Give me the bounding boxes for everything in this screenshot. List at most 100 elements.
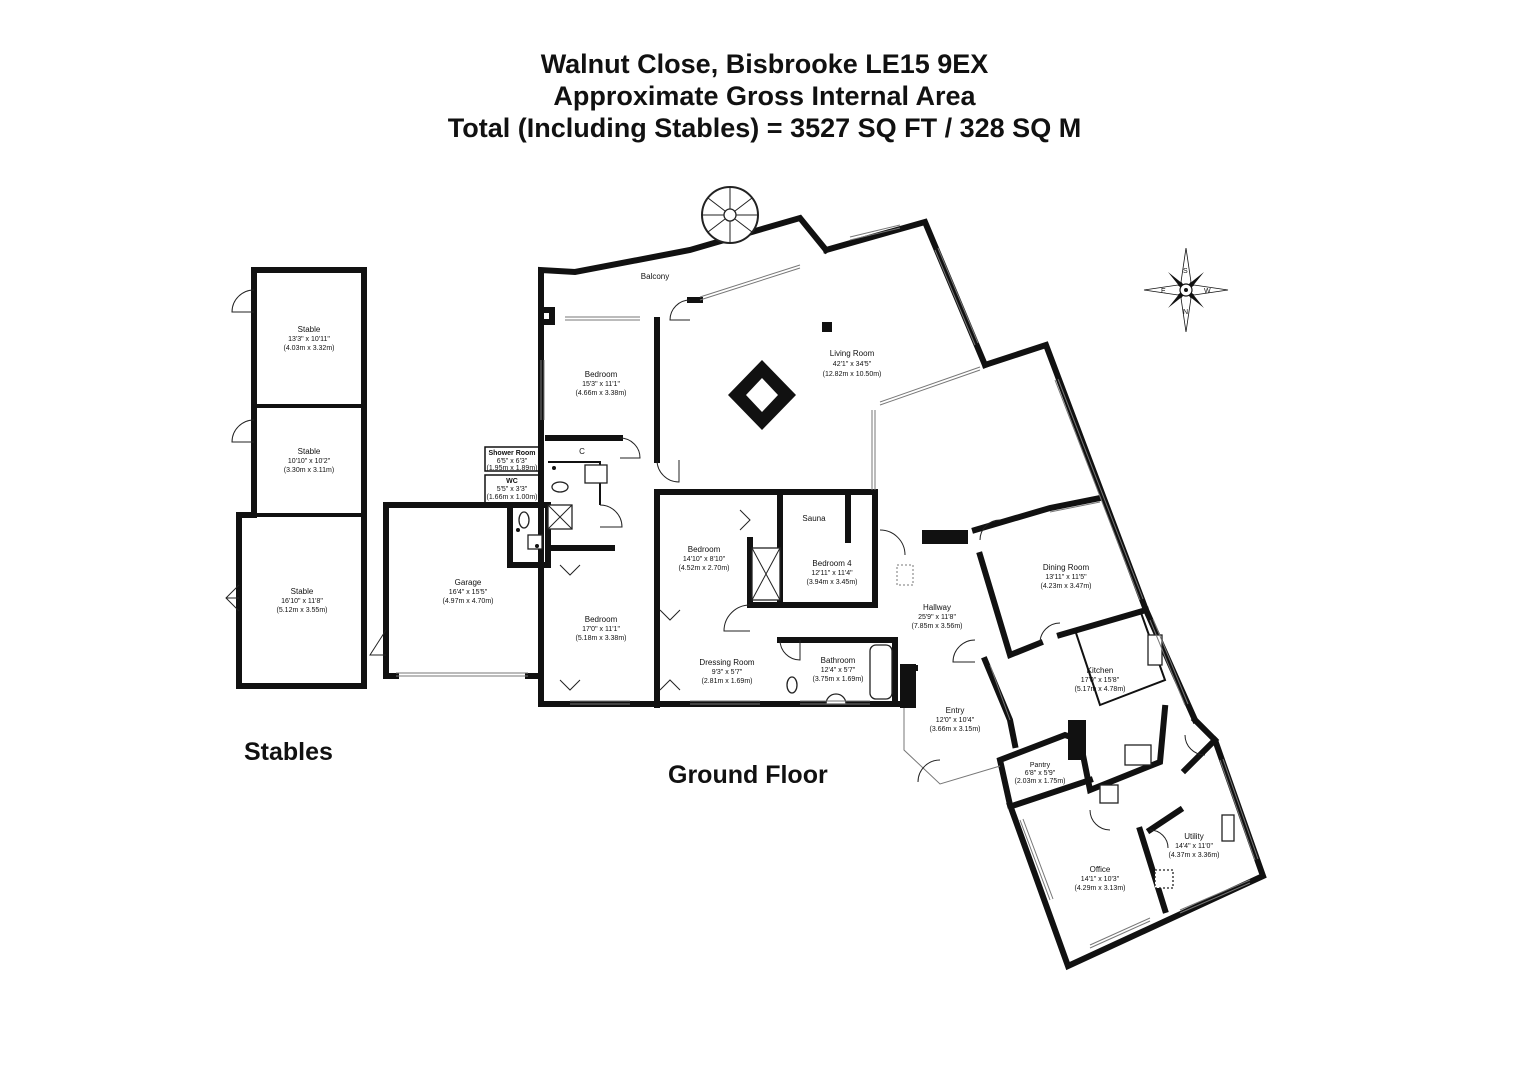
svg-text:(1.95m x 1.89m): (1.95m x 1.89m) bbox=[487, 465, 538, 472]
svg-text:Hallway: Hallway bbox=[923, 603, 951, 612]
svg-text:(4.29m x 3.13m): (4.29m x 3.13m) bbox=[1075, 885, 1126, 892]
plan-title-address: Walnut Close, Bisbrooke LE15 9EX bbox=[540, 49, 989, 79]
compass-w: W bbox=[1204, 288, 1211, 295]
bedroom-mid-label: Bedroom 14'10" x 8'10" (4.52m x 2.70m) bbox=[679, 545, 730, 572]
svg-text:(5.12m x 3.55m): (5.12m x 3.55m) bbox=[277, 607, 328, 614]
svg-text:C: C bbox=[579, 447, 585, 456]
kitchen-label: Kitchen 17'0" x 15'8" (5.17m x 4.78m) bbox=[1075, 666, 1126, 693]
living-room-label: Living Room 42'1" x 34'5" (12.82m x 10.5… bbox=[823, 349, 882, 378]
svg-text:16'10" x 11'8": 16'10" x 11'8" bbox=[281, 598, 323, 605]
bedroom-top-label: Bedroom 15'3" x 11'1" (4.66m x 3.38m) bbox=[576, 370, 627, 397]
svg-text:Living Room: Living Room bbox=[830, 349, 875, 358]
stables-block bbox=[225, 267, 367, 689]
ground-floor-caption: Ground Floor bbox=[668, 761, 828, 789]
svg-text:(12.82m x 10.50m): (12.82m x 10.50m) bbox=[823, 371, 882, 378]
svg-text:Pantry: Pantry bbox=[1030, 762, 1051, 769]
shower-room-label: Shower Room 6'5" x 6'3" (1.95m x 1.89m) bbox=[487, 450, 538, 472]
svg-text:Utility: Utility bbox=[1184, 832, 1204, 841]
garage-area bbox=[369, 502, 544, 679]
bedroom-4-label: Bedroom 4 12'11" x 11'4" (3.94m x 3.45m) bbox=[807, 559, 858, 586]
chimney bbox=[900, 664, 916, 708]
column bbox=[822, 322, 832, 332]
svg-text:6'5" x 6'3": 6'5" x 6'3" bbox=[497, 458, 528, 465]
basin bbox=[584, 464, 608, 484]
svg-text:12'4" x 5'7": 12'4" x 5'7" bbox=[821, 667, 856, 674]
kitchen-fixtures bbox=[1073, 608, 1235, 889]
spiral-staircase bbox=[701, 186, 759, 244]
svg-text:13'11" x 11'5": 13'11" x 11'5" bbox=[1045, 574, 1087, 581]
svg-text:(5.17m x 4.78m): (5.17m x 4.78m) bbox=[1075, 686, 1126, 693]
stable-2-label: Stable 10'10" x 10'2" (3.30m x 3.11m) bbox=[284, 447, 334, 474]
bedroom-low-label: Bedroom 17'0" x 11'1" (5.18m x 3.38m) bbox=[576, 615, 627, 642]
chimney bbox=[1068, 720, 1086, 760]
svg-text:42'1" x 34'5": 42'1" x 34'5" bbox=[833, 361, 872, 368]
balcony-label: Balcony bbox=[641, 272, 669, 281]
svg-text:(4.66m x 3.38m): (4.66m x 3.38m) bbox=[576, 390, 627, 397]
compass-n: N bbox=[1183, 309, 1188, 316]
svg-text:10'10" x 10'2": 10'10" x 10'2" bbox=[288, 458, 331, 465]
dressing-room-label: Dressing Room 9'3" x 5'7" (2.81m x 1.69m… bbox=[699, 658, 754, 685]
stable-3-label: Stable 16'10" x 11'8" (5.12m x 3.55m) bbox=[277, 587, 328, 614]
compass-e: E bbox=[1161, 288, 1166, 295]
entry-label: Entry 12'0" x 10'4" (3.66m x 3.15m) bbox=[930, 706, 981, 733]
svg-text:Bedroom: Bedroom bbox=[585, 370, 618, 379]
stable-door bbox=[225, 584, 240, 612]
shower-room-box bbox=[484, 446, 540, 472]
svg-text:Shower Room: Shower Room bbox=[488, 450, 535, 457]
wc-box bbox=[484, 474, 540, 504]
toilet bbox=[551, 481, 569, 493]
dining-room-label: Dining Room 13'11" x 11'5" (4.23m x 3.47… bbox=[1041, 563, 1092, 590]
windows bbox=[540, 224, 1259, 949]
stable-1-label: Stable 13'3" x 10'11" (4.03m x 3.32m) bbox=[284, 325, 335, 352]
svg-text:(3.30m x 3.11m): (3.30m x 3.11m) bbox=[284, 467, 334, 474]
svg-text:Kitchen: Kitchen bbox=[1087, 666, 1114, 675]
svg-text:Office: Office bbox=[1090, 865, 1111, 874]
svg-text:Balcony: Balcony bbox=[641, 272, 669, 281]
sink bbox=[1221, 814, 1235, 842]
svg-text:(4.97m x 4.70m): (4.97m x 4.70m) bbox=[443, 598, 494, 605]
svg-text:Bathroom: Bathroom bbox=[821, 656, 856, 665]
compass-s: S bbox=[1183, 268, 1188, 275]
svg-text:(2.81m x 1.69m): (2.81m x 1.69m) bbox=[702, 678, 753, 685]
basin bbox=[527, 534, 543, 550]
plan-title-total-area: Total (Including Stables) = 3527 SQ FT /… bbox=[447, 113, 1082, 143]
svg-text:14'1" x 10'3": 14'1" x 10'3" bbox=[1081, 876, 1120, 883]
svg-text:15'3" x 11'1": 15'3" x 11'1" bbox=[582, 381, 620, 388]
svg-text:(4.23m x 3.47m): (4.23m x 3.47m) bbox=[1041, 583, 1092, 590]
svg-text:(5.18m x 3.38m): (5.18m x 3.38m) bbox=[576, 635, 627, 642]
svg-text:Stable: Stable bbox=[291, 587, 314, 596]
appliance bbox=[1099, 784, 1119, 804]
svg-text:Stable: Stable bbox=[298, 447, 321, 456]
svg-text:Bedroom: Bedroom bbox=[688, 545, 721, 554]
svg-text:(4.03m x 3.32m): (4.03m x 3.32m) bbox=[284, 345, 335, 352]
svg-text:Bedroom: Bedroom bbox=[585, 615, 618, 624]
svg-text:6'8" x 5'9": 6'8" x 5'9" bbox=[1025, 770, 1056, 777]
svg-text:12'11" x 11'4": 12'11" x 11'4" bbox=[811, 570, 853, 577]
svg-text:(1.66m x 1.00m): (1.66m x 1.00m) bbox=[487, 494, 538, 501]
stable-door bbox=[231, 419, 255, 443]
pantry-label: Pantry 6'8" x 5'9" (2.03m x 1.75m) bbox=[1015, 762, 1066, 785]
svg-text:(4.52m x 2.70m): (4.52m x 2.70m) bbox=[679, 565, 730, 572]
svg-text:(3.66m x 3.15m): (3.66m x 3.15m) bbox=[930, 726, 981, 733]
svg-text:9'3" x 5'7": 9'3" x 5'7" bbox=[712, 669, 743, 676]
svg-text:Stable: Stable bbox=[298, 325, 321, 334]
sauna-label: Sauna bbox=[802, 514, 826, 523]
toilet bbox=[786, 676, 798, 694]
sink bbox=[1147, 634, 1163, 666]
svg-text:Bedroom 4: Bedroom 4 bbox=[812, 559, 852, 568]
svg-text:Dining Room: Dining Room bbox=[1043, 563, 1090, 572]
compass-icon: S N E W bbox=[1143, 247, 1229, 333]
garage-label: Garage 16'4" x 15'5" (4.97m x 4.70m) bbox=[443, 578, 494, 605]
skylight bbox=[896, 564, 914, 586]
svg-text:5'5" x 3'3": 5'5" x 3'3" bbox=[497, 486, 528, 493]
svg-text:Dressing Room: Dressing Room bbox=[699, 658, 754, 667]
office-label: Office 14'1" x 10'3" (4.29m x 3.13m) bbox=[1075, 865, 1126, 892]
svg-text:14'10" x 8'10": 14'10" x 8'10" bbox=[683, 556, 726, 563]
hallway-label: Hallway 25'9" x 11'8" (7.85m x 3.56m) bbox=[912, 603, 963, 630]
utility-label: Utility 14'4" x 11'0" (4.37m x 3.36m) bbox=[1169, 832, 1220, 859]
svg-text:(4.37m x 3.36m): (4.37m x 3.36m) bbox=[1169, 852, 1220, 859]
main-house-walls bbox=[538, 214, 1267, 971]
svg-text:(3.75m x 1.69m): (3.75m x 1.69m) bbox=[813, 676, 864, 683]
svg-text:WC: WC bbox=[506, 478, 518, 485]
